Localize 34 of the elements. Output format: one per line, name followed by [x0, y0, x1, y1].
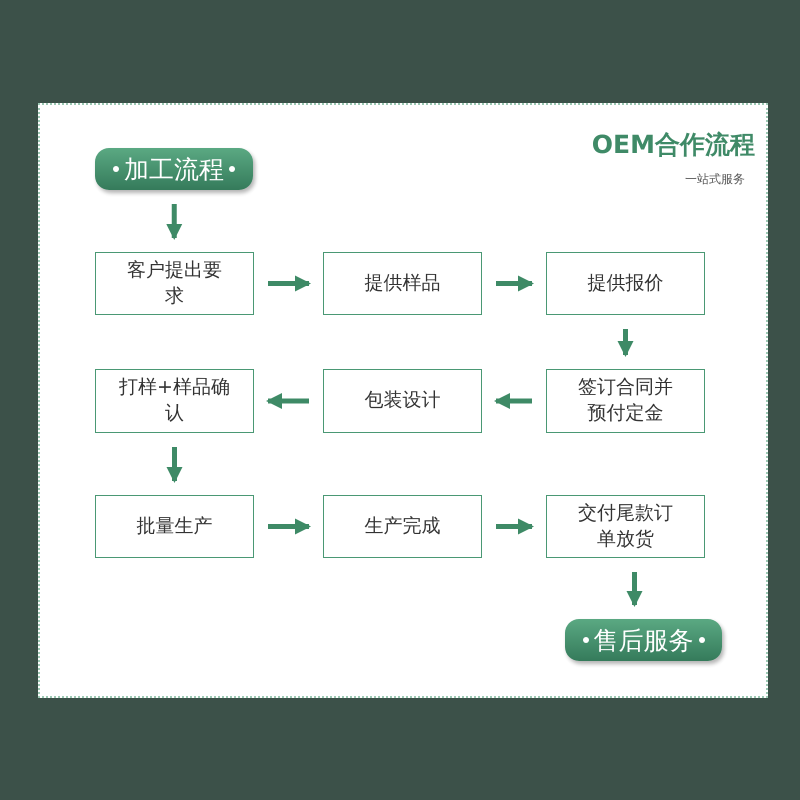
- arrow: [266, 393, 309, 409]
- arrow: [496, 518, 534, 534]
- arrow: [496, 276, 534, 292]
- arrow: [268, 276, 311, 292]
- step-label: 交付尾款订单放货: [577, 500, 674, 552]
- process-box: [95, 369, 254, 433]
- arrow: [626, 572, 642, 607]
- process-box: [95, 252, 254, 315]
- process-box: [323, 369, 482, 433]
- process-box: [546, 252, 705, 315]
- diagram-title: OEM合作流程: [590, 129, 755, 161]
- process-box: [323, 252, 482, 315]
- step-label: 签订合同并预付定金: [577, 375, 674, 426]
- arrow: [268, 518, 311, 534]
- arrow: [166, 447, 182, 483]
- step-pill: [95, 148, 253, 190]
- step-label: 打样+样品确认: [118, 375, 231, 426]
- arrow: [618, 329, 634, 357]
- arrow: [166, 204, 182, 240]
- subtitle: 一站式服务: [684, 171, 745, 188]
- process-box: [546, 369, 705, 433]
- step-label: 提供样品: [364, 270, 442, 296]
- step-label: 批量生产: [136, 514, 214, 539]
- process-box: [323, 495, 482, 558]
- step-label: 客户提出要求: [126, 258, 223, 308]
- step-label: 提供报价: [586, 270, 664, 296]
- step-label: 售后服务: [594, 624, 694, 656]
- step-label: 生产完成: [364, 514, 442, 539]
- process-box: [546, 495, 705, 558]
- process-box: [95, 495, 254, 558]
- step-pill: [565, 619, 722, 661]
- arrow: [494, 393, 532, 409]
- step-label: 加工流程: [124, 154, 224, 186]
- step-label: 包装设计: [364, 388, 442, 414]
